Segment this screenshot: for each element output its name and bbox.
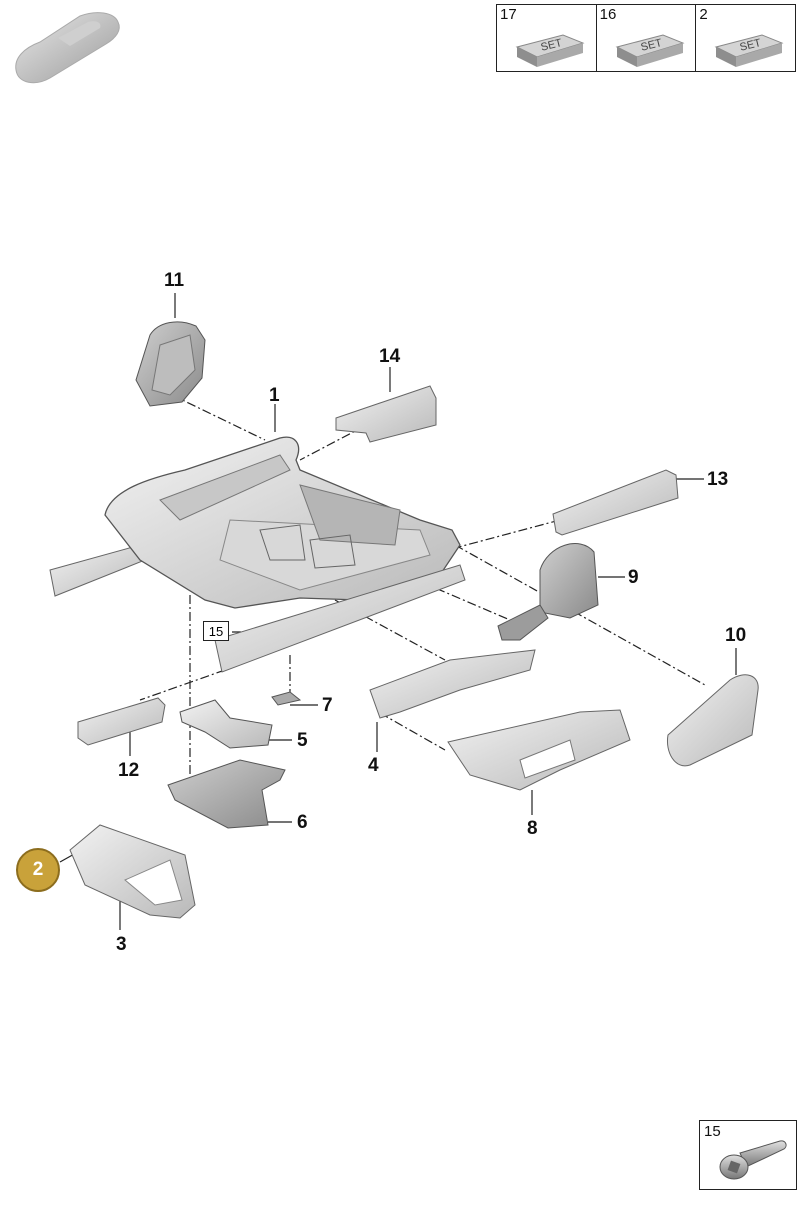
screw-icon — [719, 1140, 787, 1180]
callout-4[interactable]: 4 — [368, 755, 379, 776]
part-1-seat-frame — [49, 436, 466, 673]
screw-detail-box[interactable]: 15 — [699, 1120, 797, 1190]
assembly-line — [454, 544, 706, 686]
vehicle-thumbnail — [15, 12, 120, 84]
part-12-rail-cover — [77, 697, 166, 746]
callout-12[interactable]: 12 — [118, 760, 140, 781]
part-5-bracket — [179, 699, 273, 749]
part-10-side-panel — [666, 674, 759, 767]
set-text: SET — [540, 37, 564, 54]
highlighted-callout-2[interactable]: 2 — [16, 848, 60, 892]
assembly-line — [454, 519, 561, 549]
callout-3[interactable]: 3 — [116, 934, 127, 955]
callout-6[interactable]: 6 — [297, 812, 308, 833]
set-text: SET — [739, 37, 763, 54]
part-9-recliner-cover — [539, 543, 599, 619]
callout-14[interactable]: 14 — [379, 346, 401, 367]
part-14-rail-cover — [335, 385, 437, 443]
part-13-rail-cover — [552, 469, 679, 536]
set-legend-box: 17 SET 16 SET 2 SET — [496, 4, 796, 72]
part-4-bracket — [369, 649, 536, 719]
set-package-icon: SET — [615, 34, 685, 67]
callout-15-reference[interactable]: 15 — [203, 621, 229, 641]
part-7-clip — [271, 691, 302, 706]
set-cell[interactable]: 2 SET — [696, 5, 795, 71]
set-package-icon: SET — [515, 34, 585, 67]
set-text: SET — [639, 37, 663, 54]
callout-1[interactable]: 1 — [269, 385, 280, 406]
part-6-mechanism — [167, 759, 286, 829]
set-cell[interactable]: 16 SET — [597, 5, 697, 71]
set-number: 16 — [599, 6, 617, 23]
callout-8[interactable]: 8 — [527, 818, 538, 839]
assembly-line — [171, 394, 266, 441]
assembly-line — [139, 669, 226, 701]
callout-5[interactable]: 5 — [297, 730, 308, 751]
assembly-line — [379, 712, 446, 751]
callout-7[interactable]: 7 — [322, 695, 333, 716]
set-number: 17 — [500, 6, 517, 23]
part-3-cover — [69, 824, 196, 919]
assembly-line — [299, 417, 381, 461]
callout-11[interactable]: 11 — [164, 270, 185, 291]
callout-10[interactable]: 10 — [725, 625, 747, 646]
part-8-lower-trim — [447, 709, 631, 791]
screw-number: 15 — [704, 1123, 721, 1140]
callout-13[interactable]: 13 — [707, 469, 729, 490]
set-number: 2 — [699, 6, 708, 23]
set-package-icon: SET — [714, 34, 784, 67]
callout-9[interactable]: 9 — [628, 567, 639, 588]
set-cell[interactable]: 17 SET — [497, 5, 597, 71]
